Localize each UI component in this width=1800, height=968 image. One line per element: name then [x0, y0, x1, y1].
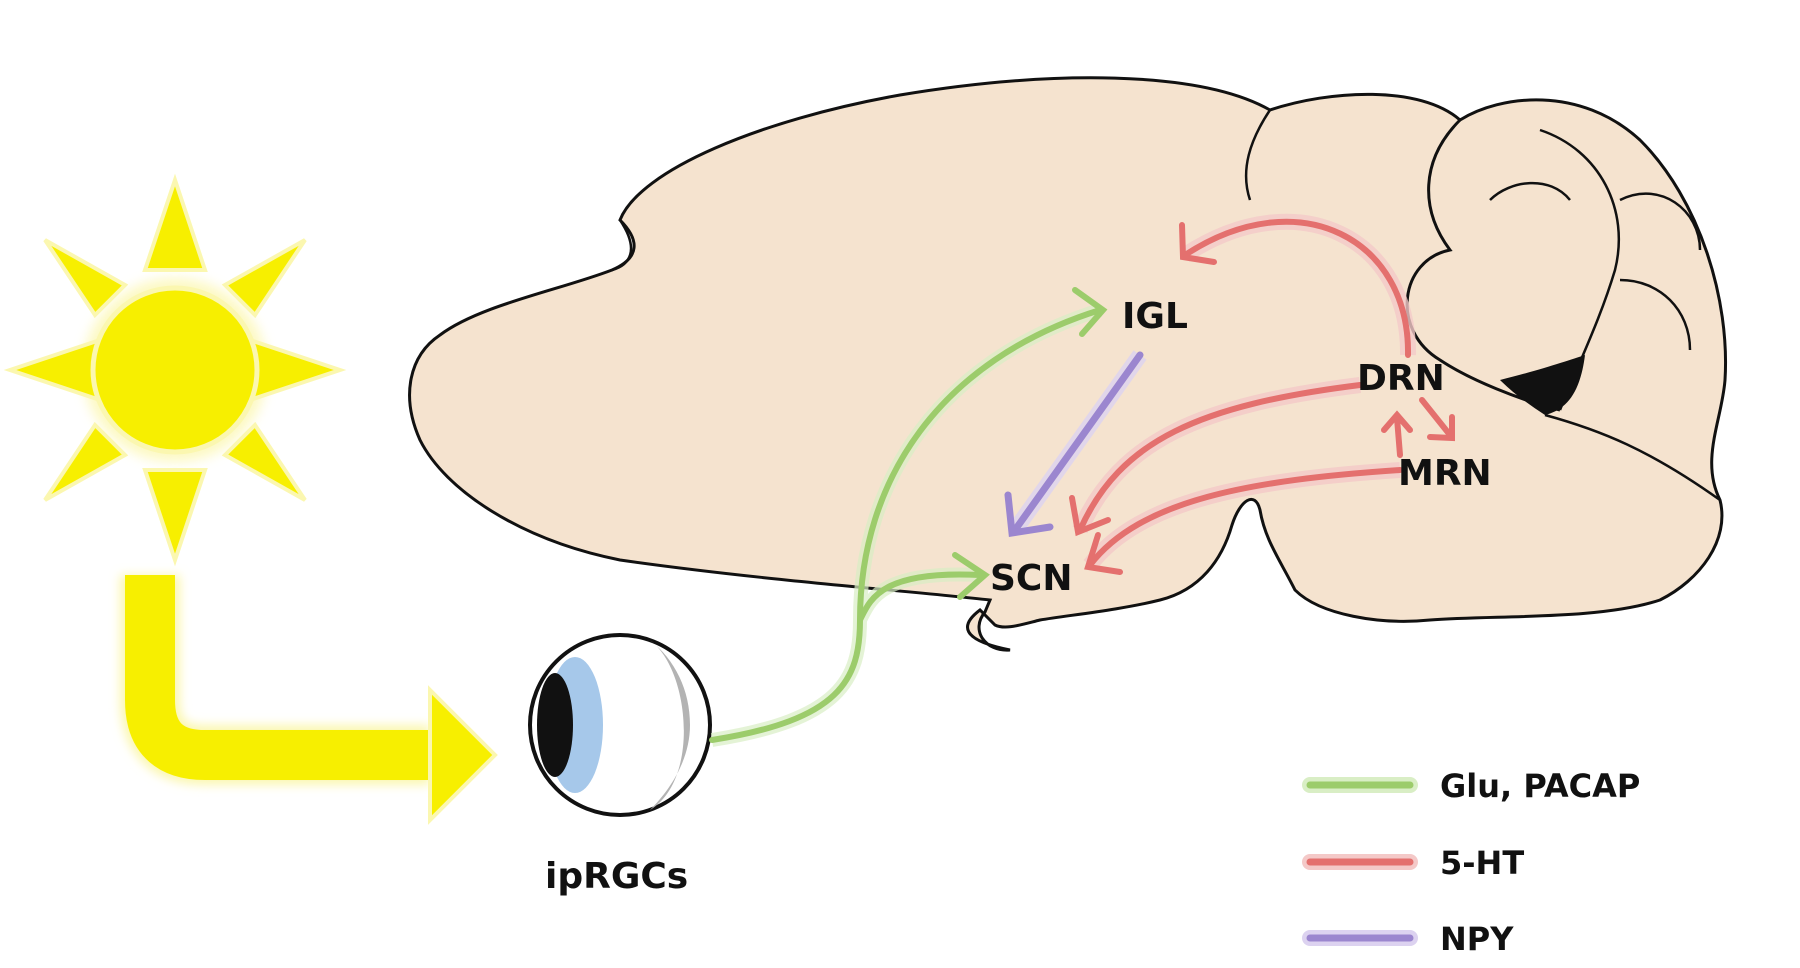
glu-pacap-pathway — [709, 287, 1108, 747]
legend-item-npy: NPY — [1302, 920, 1514, 958]
drn-to-scn-path — [1077, 382, 1363, 533]
mrn-to-drn-arrowhead — [1381, 410, 1413, 433]
igl-to-scn-path — [1011, 351, 1144, 534]
fourth-ventricle — [1500, 355, 1585, 415]
sun-icon — [3, 173, 347, 567]
igl-arrowhead — [1072, 287, 1108, 337]
legend-label-glu: Glu, PACAP — [1440, 767, 1640, 805]
cerebellum-outline — [1405, 118, 1561, 412]
mrn-label: MRN — [1398, 453, 1492, 494]
legend-item-5ht: 5-HT — [1302, 844, 1524, 882]
cortex-fold — [611, 219, 633, 272]
brain — [408, 76, 1728, 652]
drn-to-mrn-arrowhead — [1427, 414, 1455, 442]
npy-arrowhead — [1004, 491, 1054, 538]
cerebellum-fold-3 — [1619, 192, 1702, 251]
scn-label: SCN — [990, 558, 1072, 599]
mrn-to-scn-path — [1087, 467, 1403, 568]
legend-item-glu: Glu, PACAP — [1302, 767, 1640, 805]
light-arrow — [120, 575, 498, 825]
cerebellum-fold-4 — [1619, 278, 1692, 351]
npy-pathway — [1004, 350, 1147, 538]
drn-to-scn-arrowhead — [1069, 495, 1111, 537]
mrn-to-drn-path — [1394, 415, 1403, 458]
brain-outline — [408, 76, 1728, 652]
cerebellum-fold-1 — [1489, 181, 1571, 201]
eye-icon — [528, 633, 712, 817]
retina-to-igl-path — [709, 307, 1103, 743]
iprgcs-label: ipRGCs — [545, 856, 688, 897]
igl-label: IGL — [1122, 296, 1188, 337]
legend-label-npy: NPY — [1440, 920, 1514, 958]
legend-label-5ht: 5-HT — [1440, 844, 1524, 882]
mrn-to-scn-arrowhead — [1084, 532, 1123, 575]
serotonin-pathway — [1069, 213, 1455, 575]
drn-label: DRN — [1357, 358, 1445, 399]
scn-green-arrowhead — [952, 552, 990, 600]
midbrain-fold — [1244, 109, 1272, 201]
hindbrain-fold — [1544, 413, 1721, 502]
legend: Glu, PACAP 5-HT NPY — [1302, 767, 1640, 958]
retina-to-scn-path — [857, 571, 983, 623]
drn-to-igl-arrowhead — [1179, 222, 1217, 265]
drn-to-mrn-path — [1419, 397, 1453, 438]
drn-to-igl-path — [1182, 218, 1412, 358]
